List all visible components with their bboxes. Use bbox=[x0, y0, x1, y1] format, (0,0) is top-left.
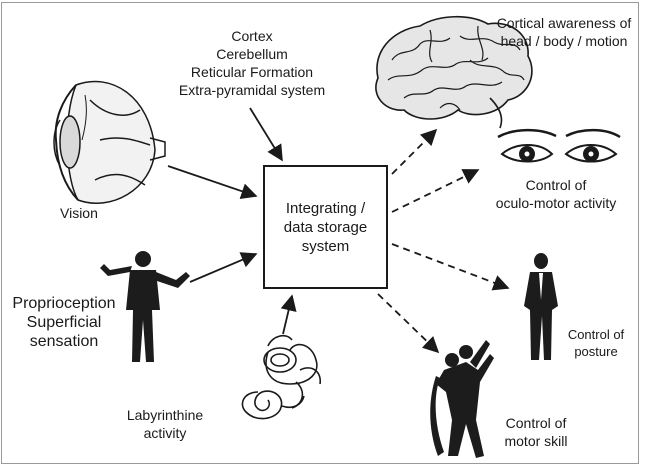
vision-label: Vision bbox=[60, 205, 98, 221]
posture-line-1: Control of bbox=[567, 327, 625, 342]
cortical-awareness-label: Cortical awareness of head / body / moti… bbox=[494, 14, 634, 50]
arrow-proprioception-to-system bbox=[189, 252, 258, 283]
motor-line-1: Control of bbox=[505, 415, 567, 431]
motor-line-2: motor skill bbox=[504, 433, 568, 449]
cortical-line-2: head / body / motion bbox=[500, 33, 628, 49]
oculo-line-1: Control of bbox=[525, 177, 587, 193]
proprioception-line-2: Superficial bbox=[26, 314, 102, 331]
arrow-labyrinth-to-system bbox=[280, 294, 297, 335]
brain-part-cerebellum: Cerebellum bbox=[216, 46, 288, 62]
brain-part-extrapyramidal: Extra-pyramidal system bbox=[178, 82, 326, 98]
eyes-icon bbox=[497, 128, 621, 163]
brain-part-cortex: Cortex bbox=[231, 28, 273, 44]
integrating-system-box: Integrating / data storage system bbox=[263, 165, 388, 289]
arrow-system-to-motor bbox=[377, 293, 440, 354]
standing-man-icon bbox=[524, 253, 558, 360]
labyrinthine-label: Labyrinthine activity bbox=[110, 406, 220, 442]
oculo-motor-label: Control of oculo-motor activity bbox=[486, 176, 626, 212]
brain-part-reticular: Reticular Formation bbox=[190, 64, 314, 80]
motor-skill-label: Control of motor skill bbox=[496, 414, 576, 450]
input-arrows bbox=[167, 107, 297, 335]
arrow-vision-to-system bbox=[167, 165, 258, 199]
inner-ear-icon bbox=[241, 334, 322, 420]
proprioception-line-1: Proprioception bbox=[12, 295, 116, 312]
arrow-system-to-cortical bbox=[391, 128, 438, 175]
dancing-couple-icon bbox=[430, 340, 494, 458]
arrow-brain-parts-to-system bbox=[249, 107, 283, 162]
cortical-line-1: Cortical awareness of bbox=[496, 15, 632, 31]
arrow-system-to-oculo bbox=[391, 169, 480, 213]
center-line-3: system bbox=[301, 237, 350, 255]
diagram-frame bbox=[1, 2, 639, 464]
proprioception-label: Proprioception Superficial sensation bbox=[8, 294, 120, 351]
oculo-line-2: oculo-motor activity bbox=[495, 195, 617, 211]
posture-line-2: posture bbox=[574, 344, 618, 359]
brain-parts-label: Cortex Cerebellum Reticular Formation Ex… bbox=[174, 27, 330, 99]
proprioception-line-3: sensation bbox=[29, 333, 99, 350]
center-line-2: data storage bbox=[283, 218, 368, 236]
arrow-system-to-posture bbox=[391, 243, 510, 291]
posture-label: Control of posture bbox=[560, 326, 632, 360]
center-line-1: Integrating / bbox=[285, 199, 366, 217]
labyrinthine-line-1: Labyrinthine bbox=[126, 407, 204, 423]
output-arrows bbox=[377, 128, 510, 354]
brain-icon bbox=[375, 15, 533, 129]
eye-icon bbox=[53, 80, 166, 204]
labyrinthine-line-2: activity bbox=[143, 425, 187, 441]
person-arms-out-icon bbox=[100, 251, 190, 362]
